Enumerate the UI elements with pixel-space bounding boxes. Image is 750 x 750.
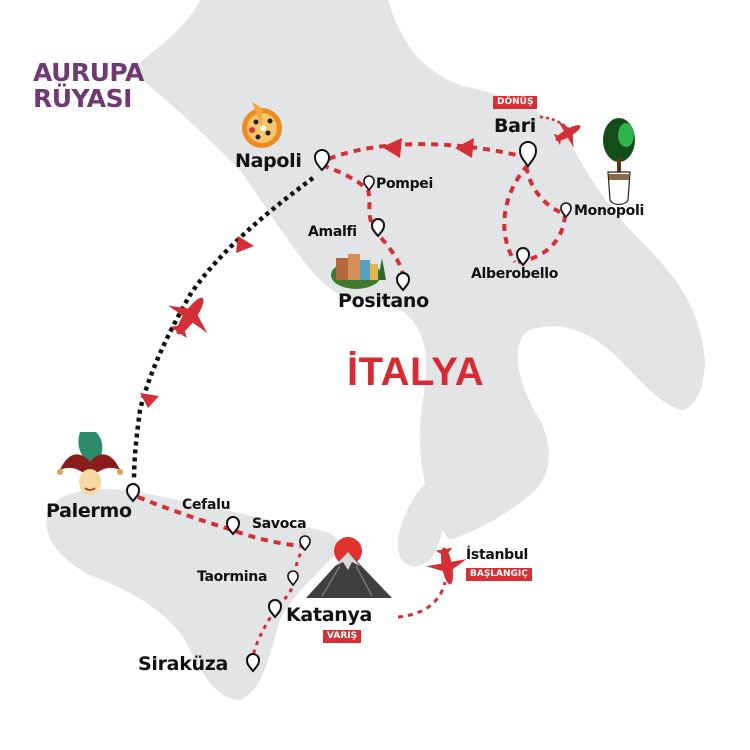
- badge-varis: VARIŞ: [323, 630, 362, 643]
- city-katanya: Katanya: [286, 604, 373, 626]
- brand-logo: AURUPA RÜYASI: [33, 60, 144, 112]
- arrow-icon: [455, 138, 474, 158]
- brand-line-2: RÜYASI: [33, 84, 132, 113]
- city-alberobello: Alberobello: [471, 266, 559, 282]
- city-istanbul: İstanbul: [466, 547, 529, 563]
- pizza-icon: [242, 102, 282, 148]
- route-bari-alberobello: [502, 163, 530, 264]
- tree-in-pot-icon: [603, 118, 635, 206]
- pin-napoli: [313, 149, 331, 172]
- route-palermo-savoca: [137, 495, 306, 548]
- pin-taormina: [287, 570, 299, 587]
- arrow-icon: [236, 236, 254, 253]
- city-napoli: Napoli: [235, 150, 302, 172]
- city-palermo: Palermo: [46, 500, 132, 522]
- pin-palermo: [125, 483, 141, 503]
- route-monopoli-bari: [524, 164, 561, 214]
- city-cefalu: Cefalu: [182, 497, 231, 513]
- pin-positano: [395, 272, 411, 292]
- pin-sirakuza: [245, 653, 261, 673]
- arrow-icon: [140, 393, 159, 408]
- city-savoca: Savoca: [252, 516, 307, 532]
- houses-icon: [331, 254, 386, 289]
- pin-monopoli: [560, 202, 572, 219]
- city-bari: Bari: [494, 115, 536, 137]
- city-amalfi: Amalfi: [308, 224, 357, 240]
- city-sirakuza: Siraküza: [138, 653, 229, 675]
- pin-savoca: [299, 535, 311, 552]
- route-savoca-sirakuza: [250, 545, 307, 661]
- airplane-icon: [426, 547, 467, 585]
- jester-mask-icon: [57, 432, 123, 495]
- volcano-icon: [306, 537, 392, 598]
- route-napoli-positano: [321, 163, 406, 279]
- pin-cefalu: [225, 516, 241, 536]
- route-bari-napoli: [321, 142, 529, 164]
- arrow-icon: [382, 138, 402, 158]
- city-pompei: Pompei: [376, 176, 433, 192]
- route-alberobello-monopoli: [517, 211, 567, 264]
- badge-baslangic: BAŞLANGIÇ: [466, 568, 532, 581]
- city-monopoli: Monopoli: [574, 203, 644, 219]
- route-istanbul-katanya: [397, 581, 447, 619]
- airplane-icon: [553, 120, 581, 148]
- pin-bari: [518, 141, 538, 168]
- country-label: İTALYA: [347, 350, 485, 394]
- city-taormina: Taormina: [197, 569, 268, 585]
- pin-katanya: [267, 599, 283, 619]
- airplane-icon: [168, 297, 208, 339]
- brand-line-1: AURUPA: [33, 58, 144, 87]
- calabria: [397, 480, 444, 567]
- pin-pompei: [363, 175, 375, 192]
- badge-donus: DÖNÜŞ: [493, 96, 538, 109]
- city-positano: Positano: [338, 290, 429, 312]
- pin-alberobello: [515, 247, 531, 267]
- pin-amalfi: [370, 218, 386, 238]
